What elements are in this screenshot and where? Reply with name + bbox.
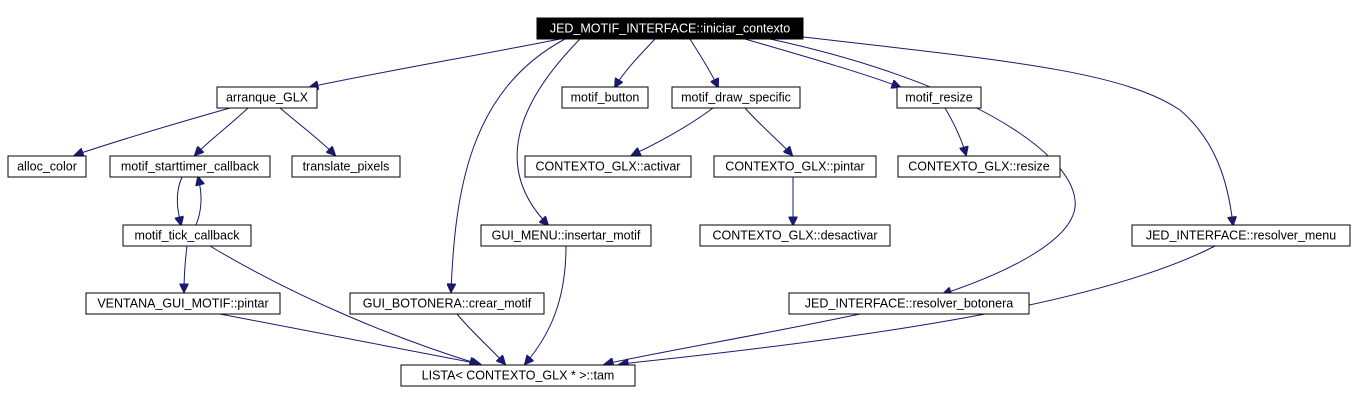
node-label: CONTEXTO_GLX::desactivar (712, 228, 877, 242)
edge-root-resolver-botonera (769, 38, 1076, 294)
edge-starttimer-tick (177, 176, 182, 225)
edge-tick-tam (209, 245, 478, 364)
node-label: JED_MOTIF_INTERFACE::iniciar_contexto (550, 21, 790, 35)
node-label: motif_starttimer_callback (121, 159, 260, 173)
edge-resolver-botonera-tam (605, 313, 861, 364)
node-ventana-gui-motif-pintar[interactable]: VENTANA_GUI_MOTIF::pintar (85, 292, 281, 315)
edge-tick-ventana (184, 245, 187, 292)
node-label: GUI_MENU::insertar_motif (492, 228, 641, 242)
node-motif-resize[interactable]: motif_resize (896, 86, 982, 109)
edge-arranque-translate (279, 107, 335, 155)
node-label: VENTANA_GUI_MOTIF::pintar (97, 296, 268, 310)
edges (75, 35, 1233, 364)
node-label: alloc_color (17, 159, 77, 173)
edge-root-draw-specific (689, 38, 718, 87)
node-label: motif_tick_callback (135, 228, 241, 242)
node-arranque-glx[interactable]: arranque_GLX (216, 86, 318, 109)
edge-root-arranque (310, 38, 561, 87)
node-label: JED_INTERFACE::resolver_menu (1146, 228, 1336, 242)
node-contexto-resize[interactable]: CONTEXTO_GLX::resize (897, 155, 1061, 178)
edge-insertar-tam (525, 245, 567, 364)
edge-root-insertar (516, 38, 581, 225)
node-label: motif_resize (905, 90, 972, 104)
node-root[interactable]: JED_MOTIF_INTERFACE::iniciar_contexto (536, 17, 804, 40)
node-label: CONTEXTO_GLX::resize (908, 159, 1050, 173)
edge-draw-pintar (744, 107, 792, 155)
node-label: CONTEXTO_GLX::pintar (725, 159, 864, 173)
node-label: LISTA< CONTEXTO_GLX * >::tam (422, 368, 615, 382)
node-contexto-desactivar[interactable]: CONTEXTO_GLX::desactivar (699, 224, 891, 247)
node-gui-botonera-crear-motif[interactable]: GUI_BOTONERA::crear_motif (349, 292, 545, 315)
node-label: GUI_BOTONERA::crear_motif (363, 296, 532, 310)
edge-root-motif-button (615, 38, 656, 87)
node-motif-tick-callback[interactable]: motif_tick_callback (122, 224, 252, 247)
node-lista-contexto-tam[interactable]: LISTA< CONTEXTO_GLX * >::tam (400, 364, 636, 387)
node-label: arranque_GLX (226, 90, 309, 104)
node-label: translate_pixels (303, 159, 390, 173)
node-alloc-color[interactable]: alloc_color (7, 155, 87, 178)
node-label: motif_button (571, 90, 640, 104)
node-motif-draw-specific[interactable]: motif_draw_specific (671, 86, 801, 109)
node-contexto-pintar[interactable]: CONTEXTO_GLX::pintar (713, 155, 877, 178)
node-jed-interface-resolver-menu[interactable]: JED_INTERFACE::resolver_menu (1131, 224, 1351, 247)
nodes: JED_MOTIF_INTERFACE::iniciar_contexto ar… (7, 17, 1351, 387)
edge-root-crear (451, 38, 566, 292)
node-gui-menu-insertar-motif[interactable]: GUI_MENU::insertar_motif (480, 224, 652, 247)
node-label: motif_draw_specific (681, 90, 791, 104)
edge-draw-activar (632, 107, 714, 155)
node-contexto-activar[interactable]: CONTEXTO_GLX::activar (524, 155, 692, 178)
edge-arranque-starttimer (195, 107, 249, 155)
node-label: CONTEXTO_GLX::activar (536, 159, 681, 173)
node-translate-pixels[interactable]: translate_pixels (291, 155, 401, 178)
node-jed-interface-resolver-botonera[interactable]: JED_INTERFACE::resolver_botonera (788, 292, 1030, 315)
edge-arranque-alloc (75, 107, 231, 155)
edge-tick-starttimer (196, 177, 201, 226)
edge-motif-resize-resize (944, 107, 966, 155)
node-motif-starttimer-callback[interactable]: motif_starttimer_callback (109, 155, 271, 178)
edge-root-motif-resize (744, 38, 900, 87)
edge-crear-tam (456, 313, 505, 364)
edge-ventana-tam (219, 313, 480, 364)
node-motif-button[interactable]: motif_button (561, 86, 649, 109)
node-label: JED_INTERFACE::resolver_botonera (805, 296, 1013, 310)
edge-root-resolver-menu (794, 35, 1233, 225)
